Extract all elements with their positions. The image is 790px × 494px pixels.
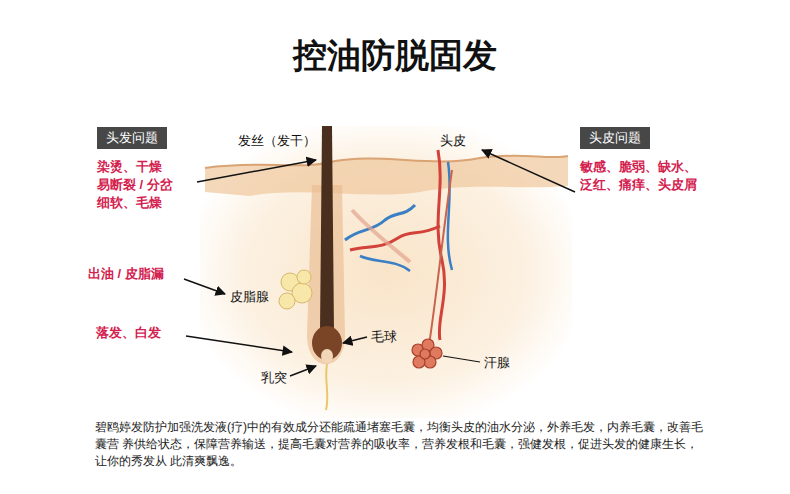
problem-label: 出油 / 皮脂漏 [88,266,164,282]
sebaceous-gland [279,270,312,309]
problem-label: 落发、白发 [96,325,161,341]
leader-arrow [184,279,225,294]
papilla [321,349,333,363]
part-label: 汗腺 [484,355,510,371]
hair-shaft [320,126,334,332]
part-label: 头皮 [440,133,466,149]
artery [350,226,440,250]
epidermis [205,156,568,196]
sweat-gland [412,339,442,368]
problem-group: 头发问题染烫、干燥 易断裂 / 分岔 细软、毛燥 [97,127,195,212]
part-label: 皮脂腺 [230,289,269,305]
skin-ground [200,126,572,418]
part-label: 乳突 [261,370,287,386]
arrector-muscle [352,210,410,262]
leader-arrow [186,336,292,352]
sweat-duct [429,170,452,345]
description-text: 碧鸥婷发防护加强洗发液(疗)中的有效成分还能疏通堵塞毛囊，均衡头皮的油水分泌，外… [95,419,707,470]
part-label: 发丝（发干） [238,133,316,149]
page-title: 控油防脱固发 [0,34,790,76]
category-tag: 头发问题 [97,127,167,149]
problem-list: 敏感、脆弱、缺水、 泛红、痛痒、头皮屑 [580,158,708,194]
skin-surface [205,156,568,168]
problem-group: 头皮问题敏感、脆弱、缺水、 泛红、痛痒、头皮屑 [580,127,708,194]
leader-line [443,356,480,362]
leader-arrow [197,160,316,182]
nerve [326,364,327,410]
leader-arrow [290,366,316,376]
part-label: 毛球 [371,329,397,345]
leader-arrow [482,150,575,192]
category-tag: 头皮问题 [580,127,650,149]
leader-arrow [343,337,367,343]
problem-list: 染烫、干燥 易断裂 / 分岔 细软、毛燥 [97,158,195,212]
